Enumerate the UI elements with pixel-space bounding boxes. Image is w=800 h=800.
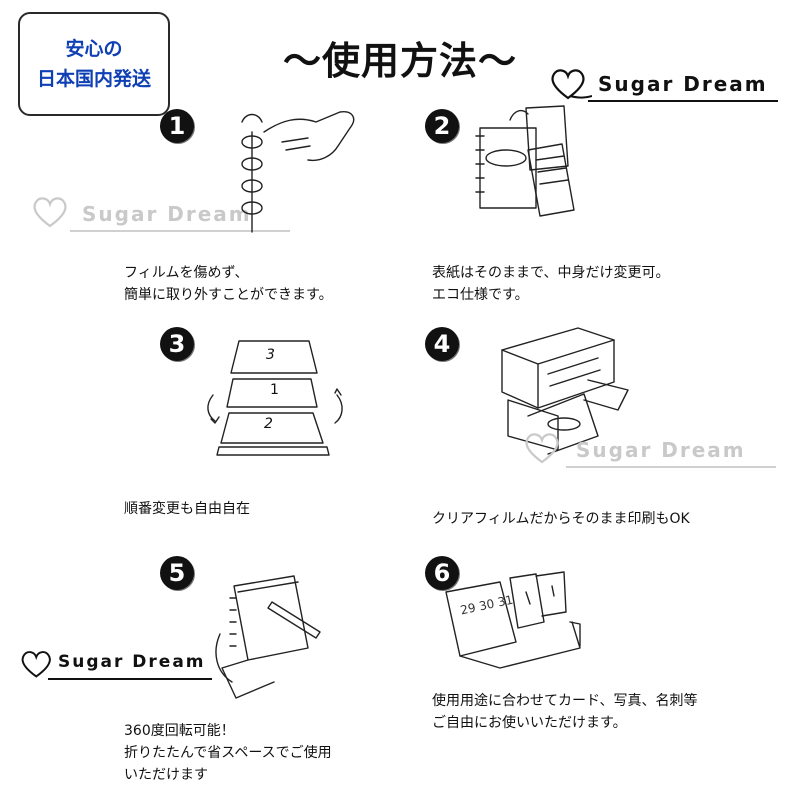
reorder-pages-illustration — [207, 340, 343, 456]
caption-line: フィルムを傷めず、 — [124, 265, 249, 281]
step-number-6: 6 — [425, 556, 459, 590]
caption-line: ご自由にお使いいただけます。 — [432, 715, 627, 731]
caption-line: クリアフィルムだからそのまま印刷もOK — [432, 511, 690, 527]
brand-watermark-text-left: Sugar Dream — [82, 202, 252, 226]
ring-binder-removal-illustration — [241, 111, 355, 233]
badge-line-2: 日本国内発送 — [36, 68, 151, 90]
brand-name-bottom: Sugar Dream — [58, 652, 206, 672]
page-label-2: 2 — [264, 416, 273, 432]
page-label-3: 3 — [266, 347, 275, 363]
caption-line: 順番変更も自由自在 — [124, 501, 250, 517]
heart-icon — [21, 651, 51, 678]
caption-line: 表紙はそのままで、中身だけ変更可。 — [432, 265, 670, 281]
step-number-4: 4 — [425, 327, 459, 361]
step-caption-6: 使用用途に合わせてカード、写真、名刺等 ご自由にお使いいただけます。 — [432, 690, 697, 734]
badge-line-1: 安心の — [65, 38, 123, 60]
heart-icon — [551, 69, 592, 100]
heart-watermark-icon — [525, 433, 559, 464]
step-number-3: 3 — [160, 327, 194, 361]
watermark-underline-right — [566, 466, 776, 468]
caption-line: 折りたたんで省スペースでご使用 — [124, 745, 332, 761]
step-caption-5: 360度回転可能！ 折りたたんで省スペースでご使用 いただけます — [124, 720, 332, 786]
brand-watermark-text-right: Sugar Dream — [576, 438, 746, 462]
card-pockets-illustration — [445, 571, 581, 669]
brand-watermark-left: Sugar Dream — [30, 196, 300, 236]
logo-underline — [588, 100, 778, 102]
caption-line: 簡単に取り外すことができます。 — [124, 287, 333, 303]
printer-illustration — [501, 327, 629, 455]
step-caption-4: クリアフィルムだからそのまま印刷もOK — [432, 508, 690, 530]
page-label-1: 1 — [270, 382, 279, 398]
step-caption-1: フィルムを傷めず、 簡単に取り外すことができます。 — [124, 262, 333, 306]
rotating-binder-illustration — [215, 575, 321, 699]
heart-watermark-icon — [33, 197, 67, 228]
brand-logo-top: Sugar Dream — [548, 66, 788, 106]
step-caption-3: 順番変更も自由自在 — [124, 498, 250, 520]
caption-line: エコ仕様です。 — [432, 287, 529, 303]
watermark-underline-left — [70, 230, 290, 232]
step-number-1: 1 — [160, 109, 194, 143]
step-number-5: 5 — [160, 556, 194, 590]
brand-watermark-right: Sugar Dream — [522, 432, 782, 472]
domestic-shipping-badge: 安心の 日本国内発送 — [18, 12, 170, 116]
caption-line: 使用用途に合わせてカード、写真、名刺等 — [432, 693, 698, 709]
step-caption-2: 表紙はそのままで、中身だけ変更可。 エコ仕様です。 — [432, 262, 669, 306]
logo-underline-bottom — [48, 678, 212, 680]
brand-name-top: Sugar Dream — [598, 72, 768, 96]
brand-logo-bottom-left: Sugar Dream — [18, 648, 218, 688]
refill-pages-illustration — [475, 105, 575, 217]
caption-line: 360度回転可能！ — [124, 723, 235, 739]
caption-line: いただけます — [124, 767, 208, 783]
page-title: ～使用方法～ — [282, 39, 517, 83]
step-number-2: 2 — [425, 109, 459, 143]
